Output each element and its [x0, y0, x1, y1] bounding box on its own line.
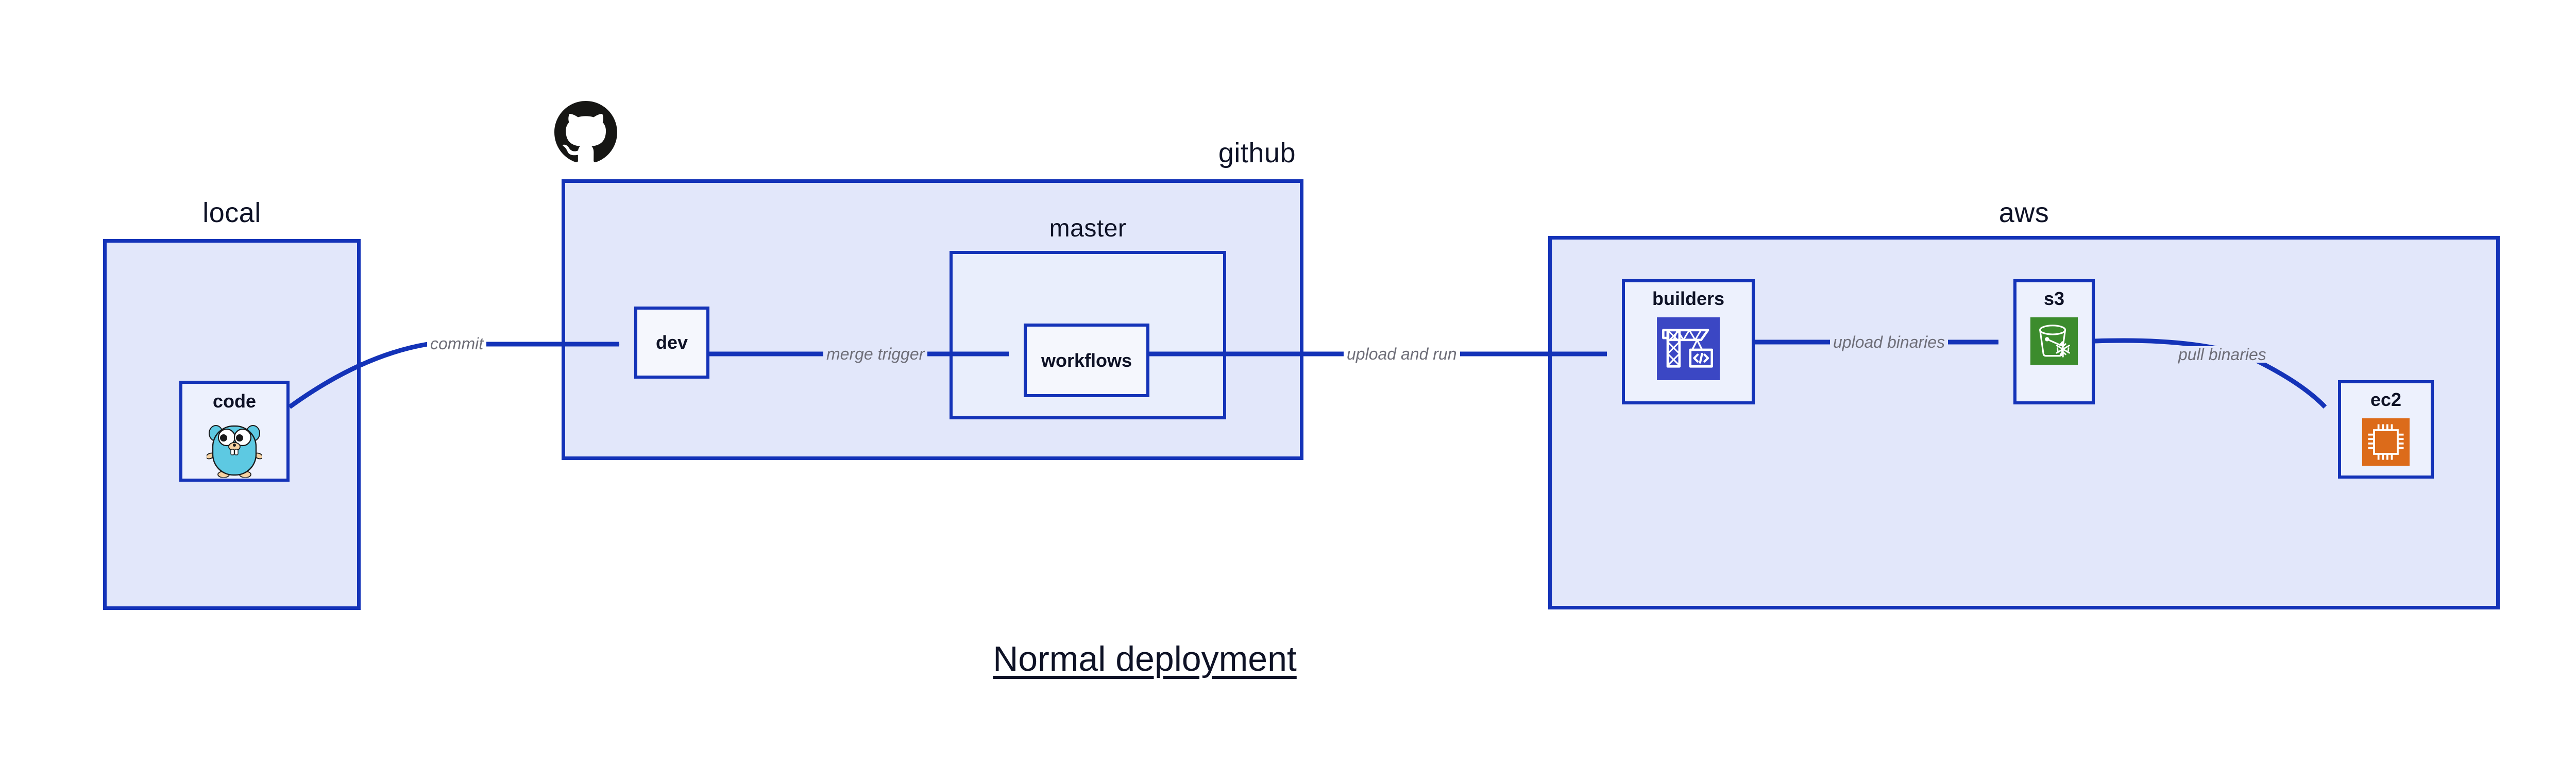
node-builders[interactable]: builders [1622, 279, 1755, 404]
edge-label-commit: commit [427, 335, 487, 352]
aws-ec2-icon [2362, 418, 2410, 468]
node-builders-label: builders [1652, 288, 1725, 309]
go-gopher-icon [206, 420, 263, 480]
container-aws-label: aws [1998, 197, 2049, 228]
figure-title: Normal deployment [993, 639, 1297, 678]
container-github-label: github [1218, 138, 1296, 168]
edge-label-merge-trigger: merge trigger [823, 346, 928, 362]
node-s3-label: s3 [2043, 288, 2065, 309]
github-octocat-logo [554, 101, 617, 164]
aws-s3-glacier-icon [2030, 317, 2078, 367]
node-ec2[interactable]: ec2 [2338, 380, 2434, 479]
node-workflows[interactable]: workflows [1024, 324, 1149, 397]
aws-codebuild-icon [1657, 317, 1720, 383]
edge-label-upload-binaries: upload binaries [1830, 334, 1948, 350]
container-master-label: master [1049, 215, 1127, 242]
node-ec2-label: ec2 [2370, 389, 2402, 410]
node-code[interactable]: code [179, 381, 290, 482]
container-local-label: local [202, 197, 261, 228]
edge-label-pull-binaries: pull binaries [2175, 346, 2269, 363]
edge-label-upload-and-run: upload and run [1344, 346, 1460, 362]
node-dev[interactable]: dev [634, 307, 709, 379]
node-code-label: code [212, 390, 257, 412]
node-s3[interactable]: s3 [2013, 279, 2095, 404]
node-dev-label: dev [655, 332, 688, 353]
node-workflows-label: workflows [1041, 349, 1132, 371]
